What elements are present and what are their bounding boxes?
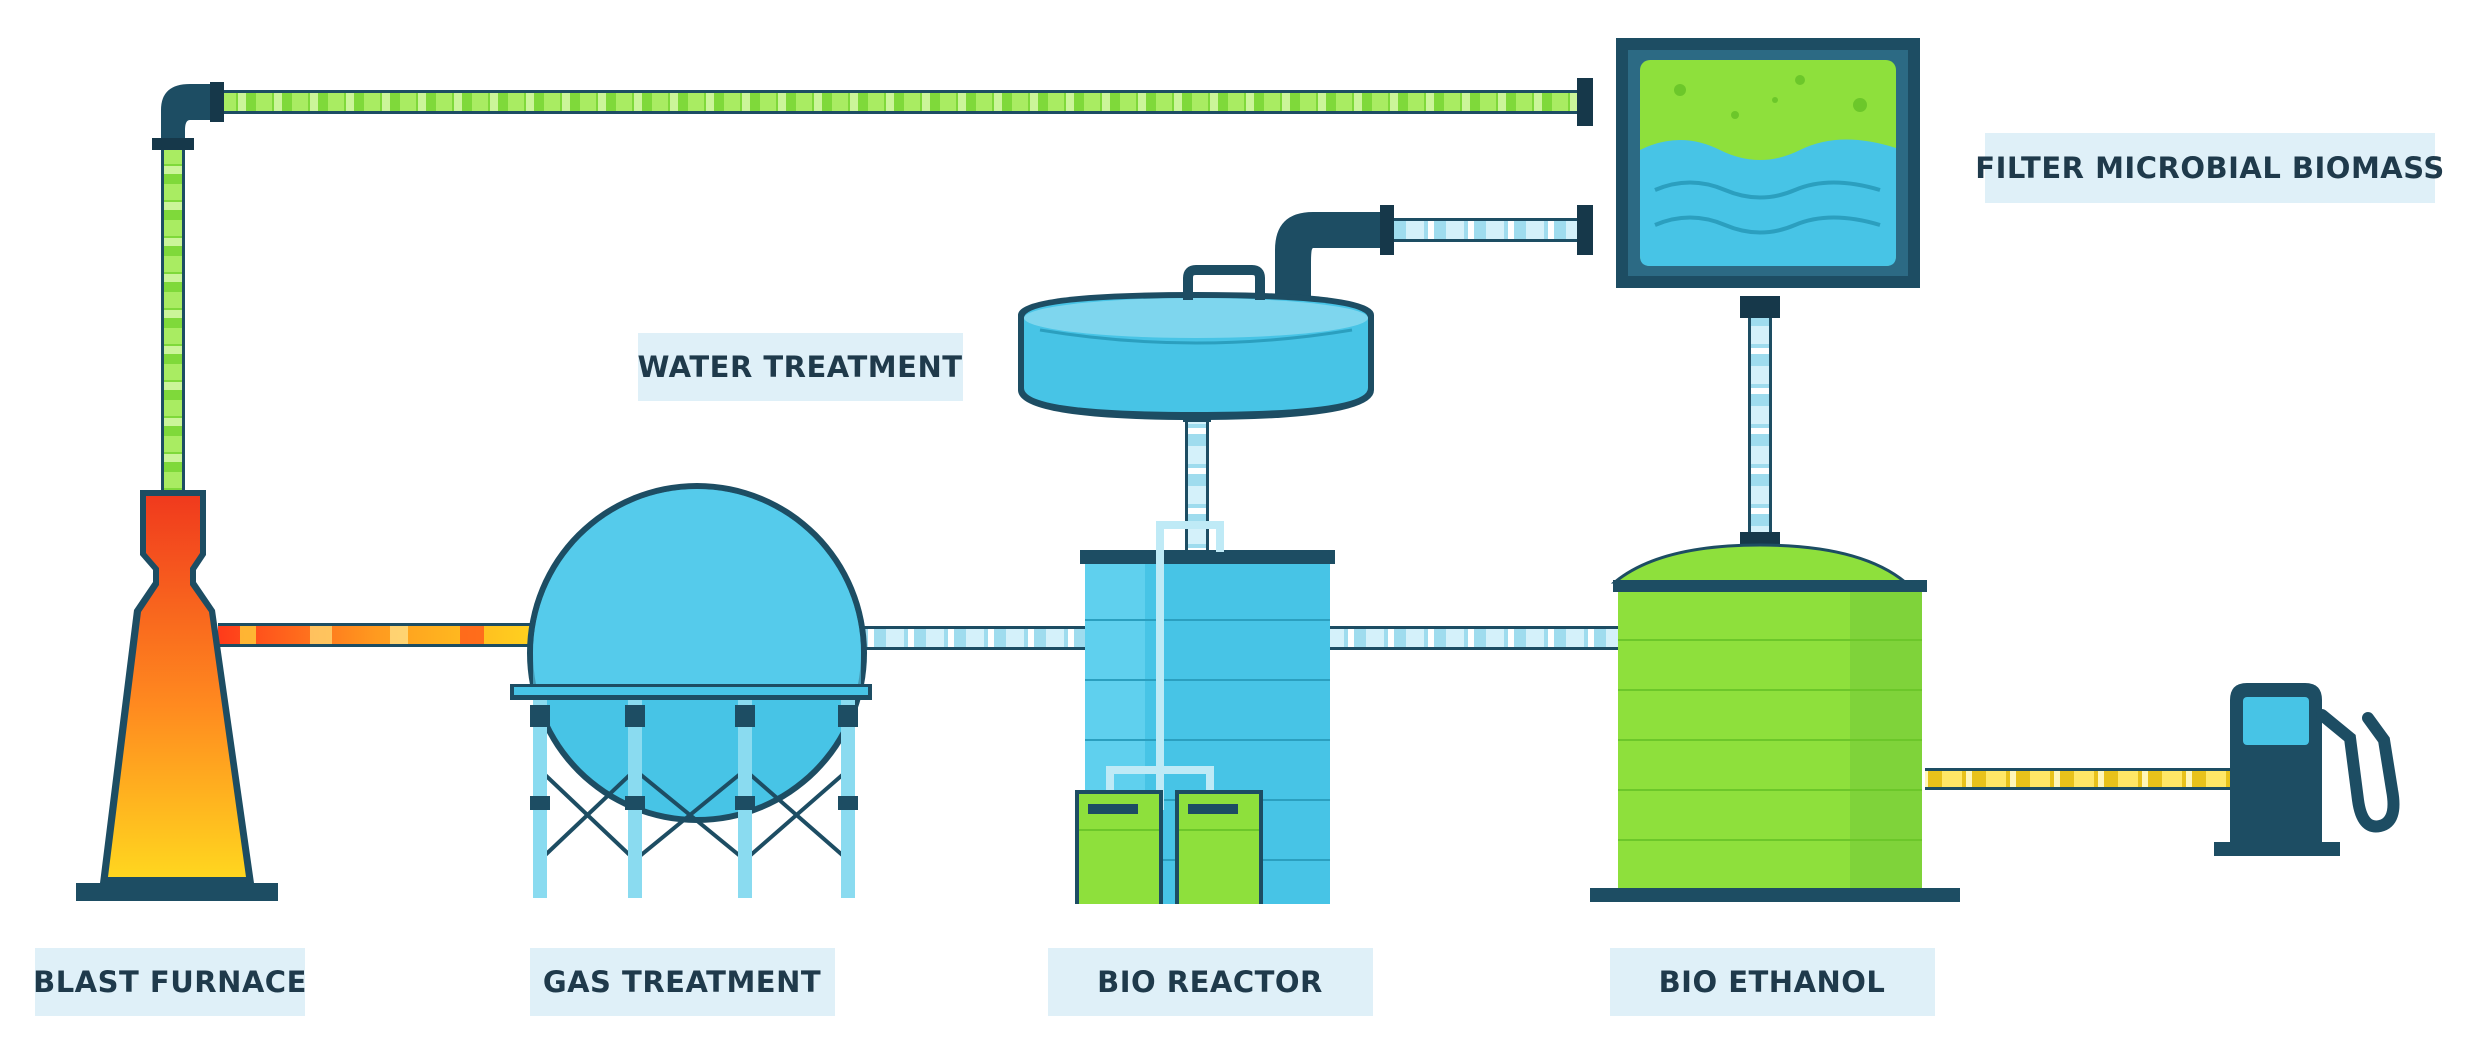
label-water-treatment: WATER TREATMENT bbox=[637, 333, 963, 401]
label-filter-microbial-biomass-text: FILTER MICROBIAL BIOMASS bbox=[1975, 151, 2444, 185]
blue-pipe-reactor-to-ethanol bbox=[1330, 626, 1630, 650]
hot-gas-pipe bbox=[218, 623, 534, 647]
label-bio-reactor-text: BIO REACTOR bbox=[1097, 965, 1323, 999]
label-gas-treatment-text: GAS TREATMENT bbox=[543, 965, 821, 999]
fuel-pipe bbox=[1925, 768, 2230, 790]
label-blast-furnace-text: BLAST FURNACE bbox=[33, 965, 307, 999]
blue-pipe-filter-to-ethanol bbox=[1740, 296, 1780, 546]
label-bio-ethanol-text: BIO ETHANOL bbox=[1659, 965, 1886, 999]
label-water-treatment-text: WATER TREATMENT bbox=[637, 350, 962, 384]
label-bio-ethanol: BIO ETHANOL bbox=[1610, 948, 1935, 1016]
blue-pipe-water-to-reactor bbox=[1185, 420, 1209, 550]
label-blast-furnace: BLAST FURNACE bbox=[33, 948, 307, 1016]
label-bio-reactor: BIO REACTOR bbox=[1048, 948, 1373, 1016]
water-treatment-tank bbox=[1018, 265, 1374, 422]
green-gas-pipe bbox=[152, 78, 1593, 490]
label-gas-treatment: GAS TREATMENT bbox=[530, 948, 835, 1016]
blue-pipe-water-to-filter bbox=[1275, 205, 1593, 305]
blast-furnace-illustration bbox=[76, 490, 278, 901]
bio-ethanol-tank bbox=[1590, 543, 1960, 902]
label-filter-microbial-biomass: FILTER MICROBIAL BIOMASS bbox=[1975, 133, 2444, 203]
blue-pipe-gas-to-reactor bbox=[855, 626, 1085, 650]
gas-treatment-tank bbox=[510, 483, 872, 898]
filter-biomass-tank bbox=[1616, 38, 1920, 288]
fuel-pump-icon bbox=[2214, 683, 2400, 856]
bio-reactor-tank bbox=[1075, 521, 1335, 904]
